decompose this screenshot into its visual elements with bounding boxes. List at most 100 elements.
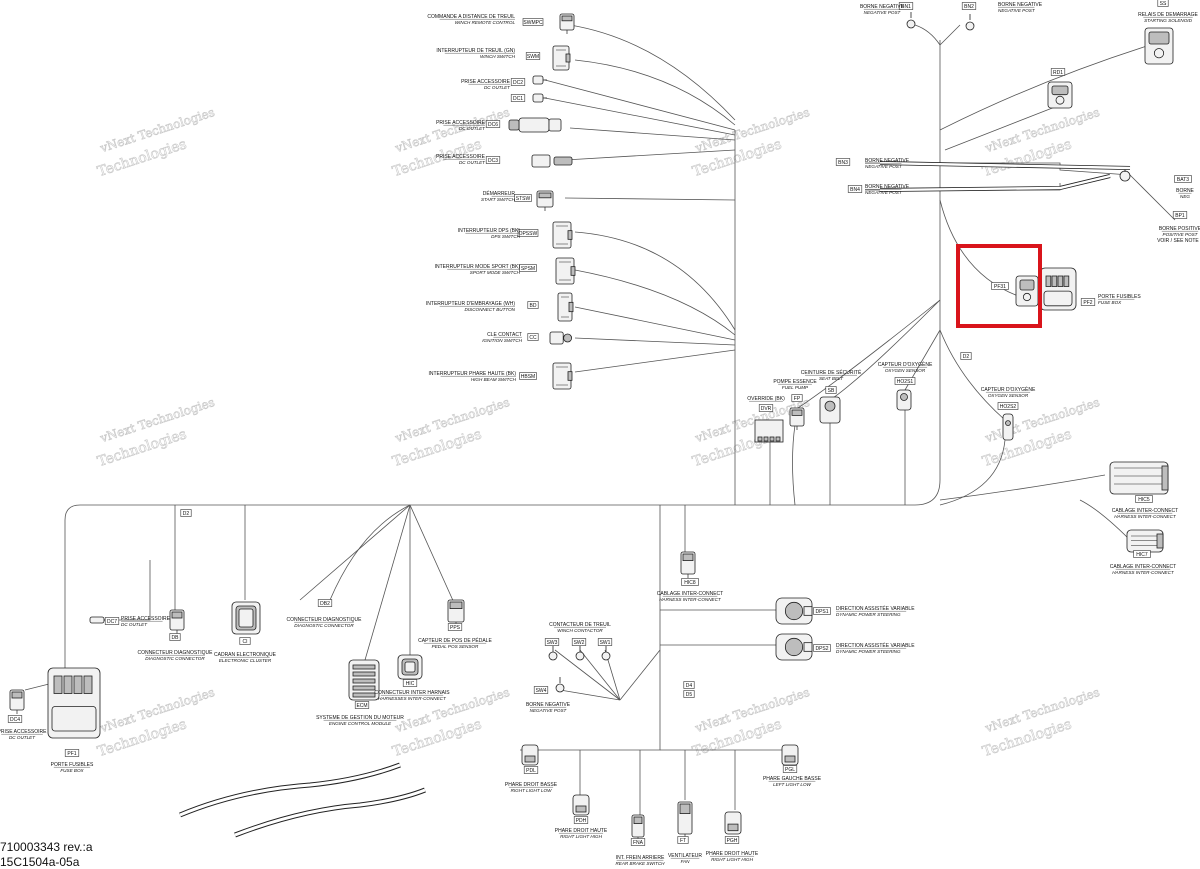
ho2s2-label-fr: CAPTEUR D'OXYGÈNE xyxy=(981,386,1036,393)
component-layer xyxy=(9,12,1174,841)
cc-label-fr: CLE CONTACT xyxy=(487,332,522,338)
dc2-code: DC2 xyxy=(513,80,523,86)
dps2-label-en: DYNAMIC POWER STEERING xyxy=(836,649,901,654)
bn3-code-box xyxy=(835,158,851,166)
ecm-code-box xyxy=(354,701,370,709)
bn2-label-en: NEGATIVE POST xyxy=(998,8,1036,13)
dpssw-label-fr: INTERRUPTEUR DPS (BK) xyxy=(458,228,521,234)
ho2s2-code-box xyxy=(997,402,1019,410)
bp1-code: BP1 xyxy=(1175,213,1185,219)
pdl-label-fr: PHARE DROIT BASSE xyxy=(505,782,558,788)
fp-component xyxy=(789,407,805,430)
dps1-component xyxy=(775,597,813,625)
dc1-component xyxy=(532,93,547,103)
sb-label-en: SEAT BELT xyxy=(819,376,844,381)
dc3-code-box xyxy=(485,156,501,164)
bn1-label-fr: BORNE NEGATIVE xyxy=(860,4,905,10)
ci-code: CI xyxy=(243,639,248,645)
ss-code: SS xyxy=(1160,1,1167,7)
pgh-component xyxy=(724,811,742,835)
d2a-code: D2 xyxy=(963,354,970,360)
db-component xyxy=(169,609,185,634)
dc2-label-en: DC OUTLET xyxy=(484,85,511,90)
db-code: DB xyxy=(172,635,180,641)
cc-code: CC xyxy=(529,335,537,341)
pps-component xyxy=(447,599,465,626)
hic-code-box xyxy=(402,679,418,687)
dvr-label-fr: OVERRIDE (BK) xyxy=(747,396,785,402)
bp1-label-en: POSITIVE POST xyxy=(1163,232,1199,237)
ho2s1-code-box xyxy=(894,377,916,385)
hbsm-label-en: HIGH BEAM SWITCH xyxy=(471,377,517,382)
dc6-code: DC6 xyxy=(488,122,498,128)
d2b-code-box xyxy=(180,509,192,517)
rd1-component xyxy=(1047,81,1073,109)
spsm-code-box xyxy=(519,264,537,272)
hic-code: HIC xyxy=(406,681,415,687)
bn3-label-en: NEGATIVE POST xyxy=(865,164,903,169)
dc3-component xyxy=(531,154,573,168)
pf1-component xyxy=(47,667,101,739)
pgl-label-fr: PHARE GAUCHE BASSE xyxy=(763,776,822,782)
pps-label-fr: CAPTEUR DE POS DE PÉDALE xyxy=(418,637,492,644)
ss-component xyxy=(1144,27,1174,65)
pgh-code-box xyxy=(724,836,740,844)
bn1-code-box xyxy=(898,2,914,10)
pf1-label-en: FUSE BOX xyxy=(60,768,84,773)
ss-label-en: STARTING SOLENOID xyxy=(1144,18,1192,23)
stsw-code: STSW xyxy=(516,196,531,202)
hic8-code-box xyxy=(681,578,699,586)
db2-label-en: DIAGNOSTIC CONNECTOR xyxy=(294,623,354,628)
pgl-code: PGL xyxy=(785,767,795,773)
ss-code-box xyxy=(1157,0,1169,7)
fna-label-fr: INT. FREIN ARRIERE xyxy=(616,855,665,861)
ss-label-fr: RELAIS DE DEMARRAGE xyxy=(1138,12,1198,18)
ci-label-fr: CADRAN ELECTRONIQUE xyxy=(214,652,277,658)
hic5-code: HIC5 xyxy=(1138,497,1150,503)
db2-code: DB2 xyxy=(320,601,330,607)
hbsm-label-fr: INTERRUPTEUR PHARE HAUTE (BK) xyxy=(428,371,516,377)
bn2-code-box xyxy=(961,2,977,10)
rd1-code-box xyxy=(1050,68,1066,76)
bat3-label-en: NEG xyxy=(1180,194,1190,199)
db-code-box xyxy=(169,633,181,641)
pdl-code-box xyxy=(523,766,539,774)
dpssw-component xyxy=(552,221,573,249)
spsm-component xyxy=(555,257,576,285)
pf2-code: PF2 xyxy=(1083,300,1092,306)
ho2s1-label-en: OXYGEN SENSOR xyxy=(885,368,926,373)
spsm-label-fr: INTERRUPTEUR MODE SPORT (BK) xyxy=(435,264,521,270)
dvr-code-box xyxy=(758,404,774,412)
bn2-code: BN2 xyxy=(964,4,974,10)
wc-label-fr: CONTACTEUR DE TREUIL xyxy=(549,622,611,628)
ho2s2-code: HO2S2 xyxy=(1000,404,1017,410)
d5-code: D5 xyxy=(686,692,693,698)
pf1-code-box xyxy=(64,749,80,757)
sw4-component xyxy=(555,677,565,693)
dps2-code: DPS2 xyxy=(815,646,828,652)
dc7-label-fr: PRISE ACCESSOIRE xyxy=(121,616,171,622)
stsw-code-box xyxy=(514,194,532,202)
swm-code-box xyxy=(525,52,541,60)
dc4-label-en: DC OUTLET xyxy=(9,735,36,740)
fp-label-fr: POMPE ESSENCE xyxy=(773,379,817,385)
swmpc-code: SWMPC xyxy=(523,20,543,26)
dvr-component xyxy=(754,419,784,443)
hic7-label-fr: CABLAGE INTER-CONNECT xyxy=(1110,564,1176,570)
stsw-component xyxy=(536,190,554,211)
hbsm-component xyxy=(552,362,573,390)
fna-label-en: REAR BRAKE SWITCH xyxy=(615,861,665,866)
highlight-box xyxy=(956,244,1042,328)
sb-code-box xyxy=(825,386,837,394)
sw2-component xyxy=(575,646,585,661)
db2-label-fr: CONNECTEUR DIAGNOSTIQUE xyxy=(286,617,362,623)
dc6-label-en: DC OUTLET xyxy=(459,126,486,131)
stsw-label-fr: DÉMARREUR xyxy=(483,190,516,197)
dc7-code: DC7 xyxy=(107,619,117,625)
bp1-label-note: VOIR / SEE NOTE 9 xyxy=(1157,238,1200,244)
fp-code-box xyxy=(791,394,803,402)
stsw-label-en: START SWITCH xyxy=(481,197,516,202)
ci-code-box xyxy=(239,637,251,645)
dps1-code-box xyxy=(813,607,831,615)
